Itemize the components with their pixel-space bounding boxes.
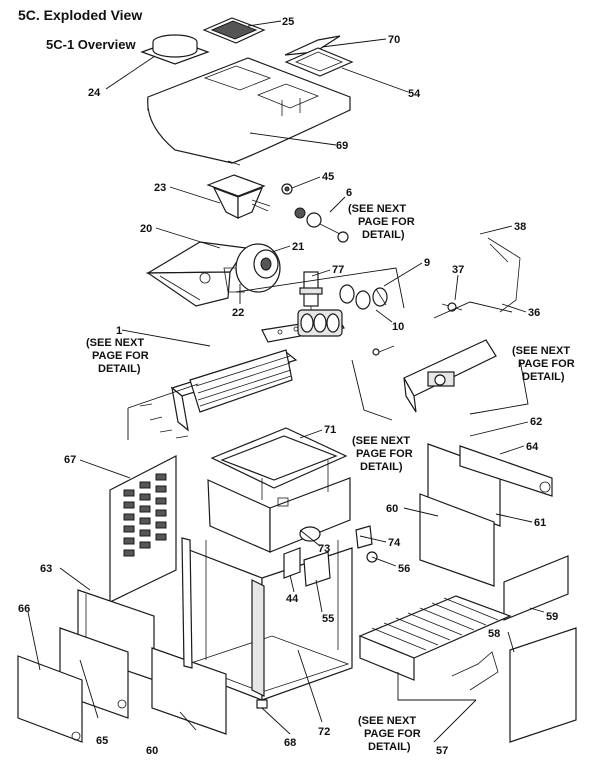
callout-21: 21: [292, 241, 304, 253]
note-1: (SEE NEXT PAGE FOR DETAIL): [86, 337, 149, 375]
callout-62: 62: [530, 416, 542, 428]
igniter-part-73: [299, 526, 321, 542]
note-right: (SEE NEXT PAGE FOR DETAIL): [512, 345, 575, 383]
shaft-assembly-part-6: [294, 207, 349, 243]
svg-text:(SEE NEXT: (SEE NEXT: [512, 345, 570, 357]
knob-part-45: [281, 183, 293, 195]
callout-67: 67: [64, 454, 76, 466]
bracket-part-44: [283, 547, 301, 579]
callout-6: 6: [346, 187, 352, 199]
gas-valve-part-77: [299, 271, 323, 318]
callout-74: 74: [388, 537, 401, 549]
cabinet-base-part-72: [183, 540, 353, 701]
callout-36: 36: [528, 307, 540, 319]
blower-housing-part-20: [145, 241, 248, 307]
callout-59: 59: [546, 611, 558, 623]
callout-70: 70: [388, 34, 400, 46]
callout-61: 61: [534, 517, 546, 529]
bracket-part-64: [459, 445, 553, 497]
svg-text:DETAIL): DETAIL): [362, 229, 405, 241]
note-6: (SEE NEXT PAGE FOR DETAIL): [348, 203, 415, 241]
callout-22: 22: [232, 307, 244, 319]
note-bottom: (SEE NEXT PAGE FOR DETAIL): [358, 715, 421, 753]
callout-60-lower: 60: [146, 745, 158, 757]
callout-69: 69: [336, 140, 348, 152]
callout-63: 63: [40, 563, 52, 575]
callout-73: 73: [318, 543, 330, 555]
svg-text:DETAIL): DETAIL): [522, 371, 565, 383]
vent-collar-part-24: [140, 34, 210, 65]
front-door-part-66: [17, 655, 83, 743]
coupling-part-10: [339, 284, 388, 310]
svg-text:DETAIL): DETAIL): [360, 461, 403, 473]
front-panel-part-57: [509, 627, 577, 743]
svg-text:(SEE NEXT: (SEE NEXT: [358, 715, 416, 727]
access-panel-part-59: [503, 555, 569, 621]
corner-post: [181, 537, 193, 669]
callout-54: 54: [408, 88, 421, 100]
callout-10: 10: [392, 321, 404, 333]
cabinet-frame-part-71: [207, 427, 351, 553]
svg-text:PAGE FOR: PAGE FOR: [358, 216, 415, 228]
svg-text:(SEE NEXT: (SEE NEXT: [352, 435, 410, 447]
callout-38: 38: [514, 221, 526, 233]
svg-text:DETAIL): DETAIL): [98, 363, 141, 375]
callout-25: 25: [282, 16, 294, 28]
callout-68: 68: [284, 737, 296, 749]
top-cover-part-69: [147, 57, 351, 166]
callout-71: 71: [324, 424, 336, 436]
note-center: (SEE NEXT PAGE FOR DETAIL): [352, 435, 413, 473]
callout-9: 9: [424, 257, 430, 269]
svg-text:(SEE NEXT: (SEE NEXT: [86, 337, 144, 349]
wiring-harness-part-38: [487, 237, 521, 313]
svg-text:PAGE FOR: PAGE FOR: [356, 448, 413, 460]
heat-exchanger-part-1: [139, 309, 345, 439]
page-subtitle: 5C-1 Overview: [46, 37, 136, 52]
hopper-part-23: [206, 174, 271, 219]
foot-part-68: [256, 699, 268, 709]
callout-23: 23: [154, 182, 166, 194]
callout-57: 57: [436, 745, 448, 757]
callout-55: 55: [322, 613, 334, 625]
callout-66: 66: [18, 603, 30, 615]
callout-labels: 25 70 24 54 69 45 23 6 20 21 38 77 9 37 …: [18, 16, 558, 757]
switch-part-55: [303, 551, 331, 587]
callout-20: 20: [140, 223, 152, 235]
callout-77: 77: [332, 264, 344, 276]
svg-text:DETAIL): DETAIL): [368, 741, 411, 753]
svg-text:PAGE FOR: PAGE FOR: [92, 350, 149, 362]
control-module-panel: [372, 339, 497, 413]
page-title: 5C. Exploded View: [18, 7, 143, 23]
access-frame-part-54: [284, 47, 354, 77]
callout-37: 37: [452, 264, 464, 276]
access-cover-part-70: [284, 35, 341, 56]
svg-text:(SEE NEXT: (SEE NEXT: [348, 203, 406, 215]
burner-tray-part-58: [358, 595, 512, 691]
callout-24: 24: [88, 87, 101, 99]
louvered-panel-part-67: [109, 455, 177, 603]
callout-44: 44: [286, 593, 299, 605]
svg-text:PAGE FOR: PAGE FOR: [364, 728, 421, 740]
side-panel-part-60-right: [419, 493, 495, 587]
grille-part-25: [202, 17, 266, 44]
callout-45: 45: [322, 171, 334, 183]
callout-leaders: [27, 20, 545, 743]
callout-65: 65: [96, 735, 108, 747]
callout-64: 64: [526, 441, 539, 453]
callout-1: 1: [116, 325, 122, 337]
side-panel-part-60-left: [151, 647, 227, 735]
blower-motor-part-21: [223, 243, 281, 293]
callout-72: 72: [318, 726, 330, 738]
callout-60-upper: 60: [386, 503, 398, 515]
callout-56: 56: [398, 563, 410, 575]
callout-58: 58: [488, 628, 500, 640]
svg-text:PAGE FOR: PAGE FOR: [518, 358, 575, 370]
